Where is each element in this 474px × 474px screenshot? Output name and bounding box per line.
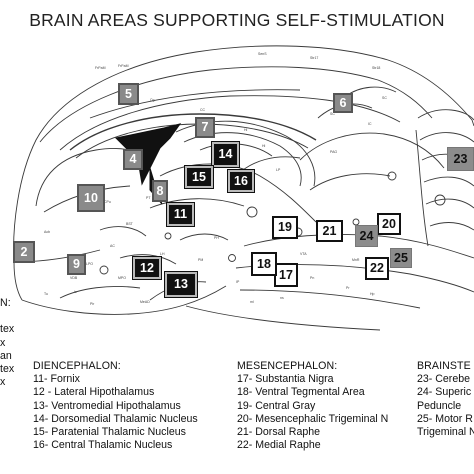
legend-item: 14- Dorsomedial Thalamic Nucleus <box>33 412 198 425</box>
atlas-label: SC <box>330 112 335 116</box>
legend-mesencephalon: MESENCEPHALON: 17- Substantia Nigra 18- … <box>237 360 388 452</box>
atlas-label: Hp <box>370 292 375 296</box>
atlas-label: IP <box>236 280 240 284</box>
region-marker-11: 11 <box>166 202 195 227</box>
legend-item: 12 - Lateral Hipothalamus <box>33 386 155 399</box>
atlas-label: LH <box>160 252 165 256</box>
legend-item: 24- Superic <box>417 386 472 399</box>
legend-item: x <box>0 336 6 349</box>
region-marker-19: 19 <box>272 216 298 239</box>
atlas-label: PM <box>198 258 204 262</box>
legend-blank <box>0 310 14 323</box>
atlas-label: Hi <box>244 128 248 132</box>
region-marker-23: 23 <box>447 147 474 171</box>
legend-item: 25- Motor R <box>417 412 473 425</box>
region-marker-6: 6 <box>333 93 353 113</box>
region-marker-16: 16 <box>227 169 255 193</box>
atlas-label: Str17 <box>310 56 319 60</box>
region-marker-14: 14 <box>211 141 240 168</box>
corpus-callosum <box>69 113 317 151</box>
atlas-label: LP <box>276 168 281 172</box>
atlas-label: MPO <box>118 276 126 280</box>
atlas-label: IC <box>368 122 372 126</box>
atlas-label: CC <box>200 108 206 112</box>
legend-item: 19- Central Gray <box>237 399 316 412</box>
legend-item: 20- Mesencephalic Trigeminal N <box>237 412 389 425</box>
legend-diencephalon: DIENCEPHALON: 11- Fornix 12 - Lateral Hi… <box>33 360 198 452</box>
atlas-label: Pir <box>90 302 95 306</box>
region-marker-8: 8 <box>152 180 168 202</box>
atlas-label: PH <box>214 236 219 240</box>
region-marker-4: 4 <box>123 149 143 170</box>
atlas-label: FrPaM <box>95 66 106 70</box>
cerebellum-outline <box>417 109 474 121</box>
legend-header: BRAINSTE <box>417 360 471 372</box>
legend-item: tex <box>0 363 15 376</box>
legend-header: MESENCEPHALON: <box>237 360 338 372</box>
atlas-label: AC <box>110 244 115 248</box>
region-marker-5: 5 <box>118 83 139 105</box>
atlas-label: MeAD <box>140 300 150 304</box>
region-marker-21: 21 <box>316 220 343 242</box>
atlas-label: lo <box>74 290 77 294</box>
legend-header: N: <box>0 297 11 309</box>
legend-item: tex <box>0 323 15 336</box>
atlas-label: MnR <box>352 258 360 262</box>
atlas-label: SenS <box>258 52 267 56</box>
legend-item: Trigeminal N <box>417 426 474 439</box>
region-marker-22: 22 <box>365 257 389 280</box>
legend-item: 17- Substantia Nigra <box>237 373 334 386</box>
legend-brainstem: BRAINSTE 23- Cerebe 24- Superic Peduncle… <box>417 360 474 439</box>
atlas-label: BST <box>126 222 133 226</box>
region-marker-15: 15 <box>184 165 214 189</box>
legend-item: 21- Dorsal Raphe <box>237 426 321 439</box>
legend-telencephalon: N: tex x an tex x <box>0 297 14 389</box>
atlas-label: VTA <box>300 252 307 256</box>
region-marker-25: 25 <box>390 248 412 268</box>
region-marker-13: 13 <box>164 271 198 298</box>
region-marker-20: 20 <box>377 213 401 235</box>
atlas-label: Acb <box>44 230 51 234</box>
atlas-label: VDB <box>70 276 78 280</box>
atlas-label: ml <box>250 300 254 304</box>
atlas-label: Str18 <box>372 66 381 70</box>
legend-item: 18- Ventral Tegmental Area <box>237 386 365 399</box>
figure-title: BRAIN AREAS SUPPORTING SELF-STIMULATION <box>29 10 445 30</box>
atlas-label: PAG <box>330 150 338 154</box>
legend-item: 16- Central Thalamic Nucleus <box>33 439 173 452</box>
region-marker-12: 12 <box>132 256 162 280</box>
legend-item: 23- Cerebe <box>417 373 470 386</box>
atlas-label: Pn <box>310 276 315 280</box>
atlas-label: Hi <box>262 144 266 148</box>
legend-header: DIENCEPHALON: <box>33 360 121 372</box>
atlas-label: ns <box>280 296 284 300</box>
region-marker-9: 9 <box>67 254 86 275</box>
atlas-label: Cg <box>150 98 155 102</box>
atlas-label: PT <box>146 196 151 200</box>
region-marker-7: 7 <box>195 117 215 138</box>
region-marker-17: 17 <box>274 263 298 287</box>
legend-item: 13- Ventromedial Hipothalamus <box>33 399 181 412</box>
legend-item: 22- Medial Raphe <box>237 439 321 452</box>
region-marker-2: 2 <box>13 241 35 263</box>
region-marker-18: 18 <box>251 252 277 276</box>
atlas-label: Pr <box>346 286 350 290</box>
region-marker-24: 24 <box>355 225 378 247</box>
legend-item: 15- Paratenial Thalamic Nucleus <box>33 426 186 439</box>
atlas-label: CPu <box>104 200 111 204</box>
legend-item: 11- Fornix <box>33 373 80 386</box>
brain-outline <box>13 45 474 263</box>
region-marker-10: 10 <box>77 184 105 212</box>
legend-item: x <box>0 376 6 389</box>
atlas-label: LPO <box>86 262 94 266</box>
legend-item: an <box>0 349 12 362</box>
legend-item: Peduncle <box>417 399 462 412</box>
atlas-label: SC <box>382 96 387 100</box>
atlas-label: FrPaM <box>118 64 129 68</box>
atlas-label: Tu <box>44 292 48 296</box>
